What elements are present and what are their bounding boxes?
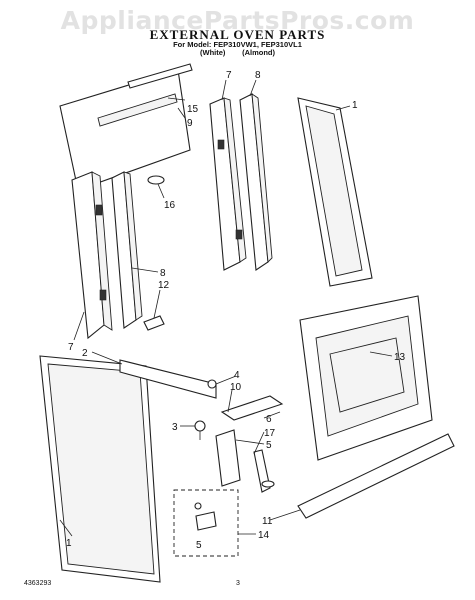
clip-16 xyxy=(147,175,165,185)
lower-door-assembly xyxy=(299,295,433,461)
callout-12: 12 xyxy=(158,280,170,291)
page-number: 3 xyxy=(236,580,240,587)
top-door-frame xyxy=(297,97,373,287)
callout-8b: 8 xyxy=(160,268,166,279)
callout-10: 10 xyxy=(230,382,242,393)
left-rails xyxy=(71,171,143,340)
callout-1b: 1 xyxy=(66,538,72,549)
latch-parts xyxy=(215,429,275,493)
bracket-12 xyxy=(143,315,165,331)
color-line: (White) (Almond) xyxy=(200,48,275,57)
callout-17: 17 xyxy=(264,428,276,439)
callout-7: 7 xyxy=(226,70,232,81)
callout-5b: 5 xyxy=(196,540,202,551)
callout-11: 11 xyxy=(262,516,273,527)
rail-2 xyxy=(119,359,217,399)
screw-3 xyxy=(194,420,206,440)
lower-door xyxy=(39,355,161,583)
kick-plate-11 xyxy=(297,433,455,519)
inset-box xyxy=(173,489,239,557)
watermark: AppliancePartsPros.com xyxy=(60,6,415,35)
callout-6: 6 xyxy=(266,414,272,425)
doc-number: 4363293 xyxy=(24,580,52,587)
callout-3: 3 xyxy=(172,422,178,433)
callout-4: 4 xyxy=(234,370,240,381)
screw-4 xyxy=(207,379,217,389)
callouts: 15 9 7 8 1 16 8 12 7 2 4 10 13 3 6 17 5 … xyxy=(66,70,406,551)
callout-1: 1 xyxy=(352,100,358,111)
callout-5: 5 xyxy=(266,440,272,451)
trim-10 xyxy=(220,395,284,421)
callout-8: 8 xyxy=(255,70,261,81)
leader-lines xyxy=(59,79,393,537)
model-line: For Model: FEP310VW1, FEP310VL1 xyxy=(173,40,302,49)
page-title: EXTERNAL OVEN PARTS xyxy=(149,27,326,42)
callout-2: 2 xyxy=(82,348,88,359)
center-rails xyxy=(209,93,273,271)
top-panel xyxy=(59,63,193,191)
callout-15: 15 xyxy=(187,104,199,115)
callout-14: 14 xyxy=(258,530,270,541)
callout-16: 16 xyxy=(164,200,176,211)
callout-7b: 7 xyxy=(68,342,74,353)
callout-9: 9 xyxy=(187,118,193,129)
callout-13: 13 xyxy=(394,352,406,363)
